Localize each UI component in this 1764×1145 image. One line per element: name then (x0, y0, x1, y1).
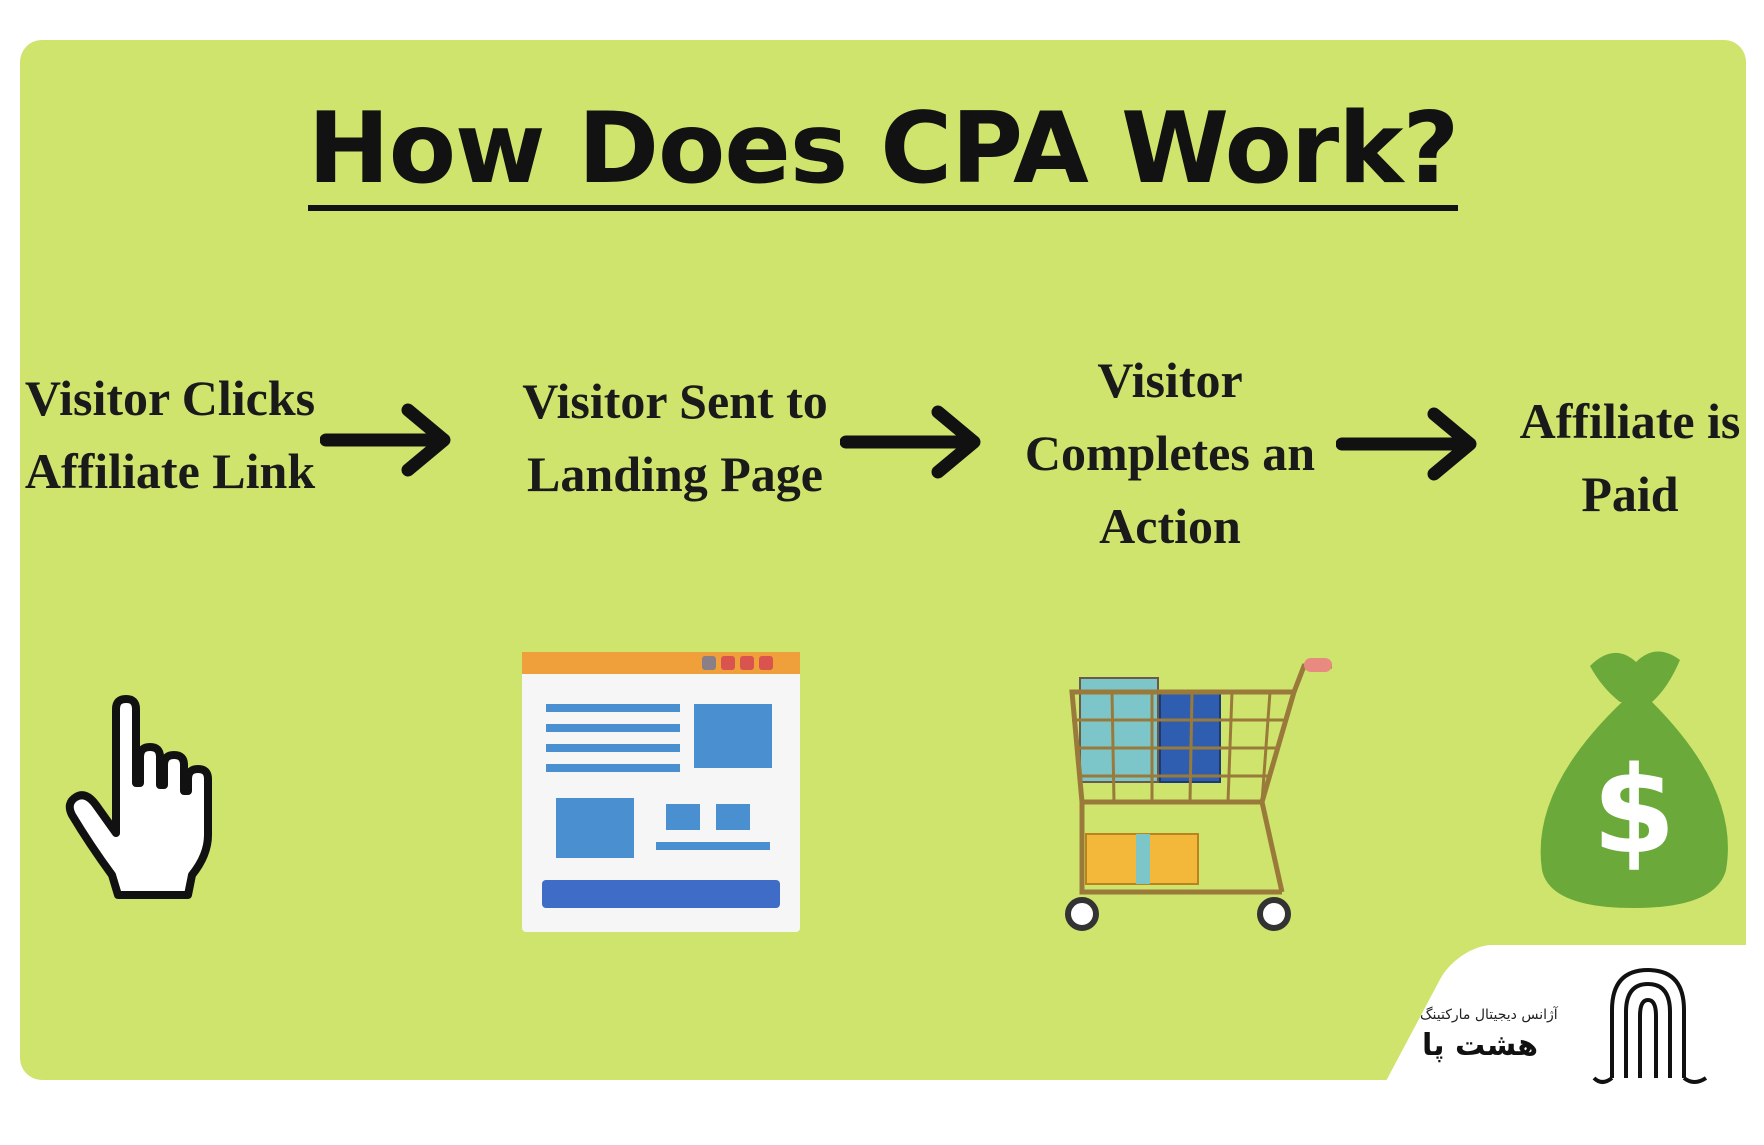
diagram-title: How Does CPA Work? (20, 92, 1746, 211)
shopping-cart-icon (1065, 658, 1332, 931)
title-text: How Does CPA Work? (307, 98, 1459, 211)
landing-page-icon (522, 652, 800, 932)
step-1-label: Visitor Clicks Affiliate Link (24, 370, 316, 499)
arrow-right-icon (320, 403, 451, 477)
arrow-right-icon (1336, 407, 1477, 481)
diagram-card: How Does CPA Work? Visitor Clicks Affili… (20, 40, 1746, 1080)
octopus-logo-icon (1592, 967, 1708, 1084)
brand-name: هشت پا (1422, 1028, 1539, 1063)
hand-cursor-icon (65, 695, 212, 899)
step-4-label: Affiliate is Paid (1519, 393, 1741, 522)
step-2-label: Visitor Sent to Landing Page (522, 373, 828, 502)
money-bag-icon: $ (1540, 651, 1728, 908)
arrow-right-icon (840, 405, 981, 479)
brand-tagline: آژانس دیجیتال مارکتینگ (1420, 1007, 1558, 1023)
svg-text:$: $ (1592, 742, 1676, 881)
step-3-label: Visitor Completes an Action (1024, 352, 1316, 554)
